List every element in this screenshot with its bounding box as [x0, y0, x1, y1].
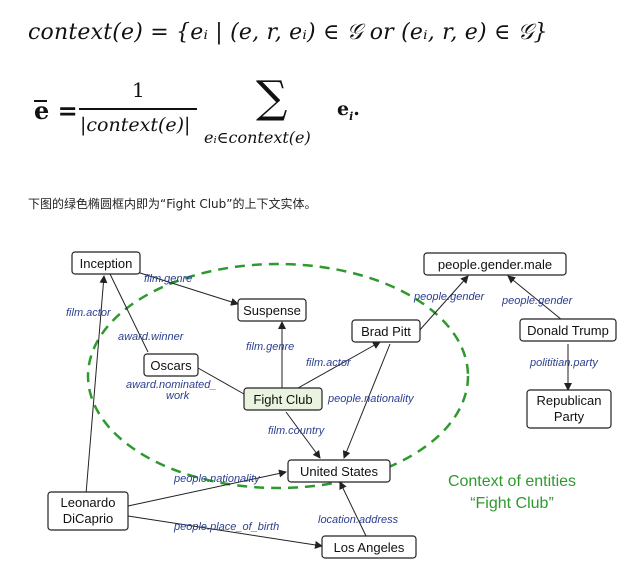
edge-labels: film.genre film.actor award.winner film.…	[66, 273, 599, 533]
edges	[85, 271, 572, 549]
label-people-nationality-2: people.nationality	[173, 473, 261, 485]
node-suspense: Suspense	[237, 298, 307, 322]
svg-text:Suspense: Suspense	[243, 303, 301, 318]
edge-la-us	[339, 481, 367, 537]
edge-bradpitt-male	[417, 275, 469, 333]
knowledge-graph-diagram: film.genre film.actor award.winner film.…	[47, 251, 617, 559]
mean-embedding-symbol: e =	[34, 96, 78, 125]
node-los-angeles: Los Angeles	[321, 535, 417, 559]
label-politician-party: polititian.party	[529, 357, 599, 369]
label-award-winner: award.winner	[118, 331, 185, 343]
edge-leonardo-inception	[85, 275, 108, 495]
label-people-nationality-1: people.nationality	[327, 393, 415, 405]
node-donald-trump: Donald Trump	[519, 318, 617, 342]
svg-text:Party: Party	[554, 409, 585, 424]
label-people-gender-1: people.gender	[413, 291, 486, 303]
sum-term: ei.	[337, 98, 360, 123]
sum-symbol: ∑	[256, 72, 288, 123]
node-leonardo-dicaprio: Leonardo DiCaprio	[47, 491, 129, 531]
sum-subscript: eᵢ∈context(e)	[204, 128, 311, 147]
edge-leonardo-la	[127, 515, 323, 549]
edge-oscars-fightclub	[197, 367, 245, 395]
label-film-actor-2: film.actor	[306, 357, 352, 369]
svg-text:Los Angeles: Los Angeles	[334, 540, 405, 555]
svg-text:Republican: Republican	[536, 393, 601, 408]
svg-text:people.gender.male: people.gender.male	[438, 257, 552, 272]
svg-text:Leonardo: Leonardo	[61, 495, 116, 510]
fraction-numerator: 1	[132, 78, 145, 102]
label-film-genre-2: film.genre	[246, 341, 294, 353]
edge-inception-oscars	[109, 273, 149, 353]
context-equation: context(e) = {eᵢ | (e, r, eᵢ) ∈ 𝒢 or (eᵢ…	[28, 20, 548, 45]
node-republican-party: Republican Party	[526, 389, 612, 429]
label-film-country: film.country	[268, 425, 326, 437]
node-united-states: United States	[287, 459, 391, 483]
label-award-nominated-2: work	[166, 390, 190, 402]
edge-leonardo-us	[127, 469, 287, 507]
label-people-gender-2: people.gender	[501, 295, 574, 307]
fraction-denominator: |context(e)|	[80, 114, 191, 136]
fraction-line	[79, 108, 197, 110]
context-label-line2: “Fight Club”	[470, 495, 554, 512]
svg-text:United States: United States	[300, 464, 379, 479]
svg-text:DiCaprio: DiCaprio	[63, 511, 114, 526]
edge-inception-suspense	[136, 271, 239, 306]
edge-fightclub-us	[285, 411, 321, 459]
node-oscars: Oscars	[143, 353, 199, 377]
svg-text:Donald Trump: Donald Trump	[527, 323, 609, 338]
edge-trump-male	[507, 275, 563, 321]
node-inception: Inception	[71, 251, 141, 275]
label-film-actor-1: film.actor	[66, 307, 112, 319]
context-ellipse	[86, 262, 470, 490]
node-fight-club: Fight Club	[243, 387, 323, 411]
edge-bradpitt-us	[342, 343, 391, 459]
label-award-nominated-1: award.nominated_	[126, 379, 217, 391]
node-people-gender-male: people.gender.male	[423, 252, 567, 276]
context-label-line1: Context of entities	[448, 473, 576, 490]
svg-text:Fight Club: Fight Club	[253, 392, 312, 407]
label-people-place-of-birth: people.place_of_birth	[173, 521, 279, 533]
svg-text:Brad Pitt: Brad Pitt	[361, 324, 411, 339]
label-location-address: location.address	[318, 514, 399, 526]
svg-text:Oscars: Oscars	[150, 358, 192, 373]
diagram-caption: 下图的绿色椭圆框内即为“Fight Club”的上下文实体。	[28, 197, 317, 211]
label-film-genre-1: film.genre	[144, 273, 192, 285]
edge-fightclub-bradpitt	[297, 341, 381, 389]
svg-text:Inception: Inception	[80, 256, 133, 271]
node-brad-pitt: Brad Pitt	[351, 319, 421, 343]
mean-embedding-equation: e = 1 |context(e)| ∑ eᵢ∈context(e) ei.	[24, 72, 384, 158]
